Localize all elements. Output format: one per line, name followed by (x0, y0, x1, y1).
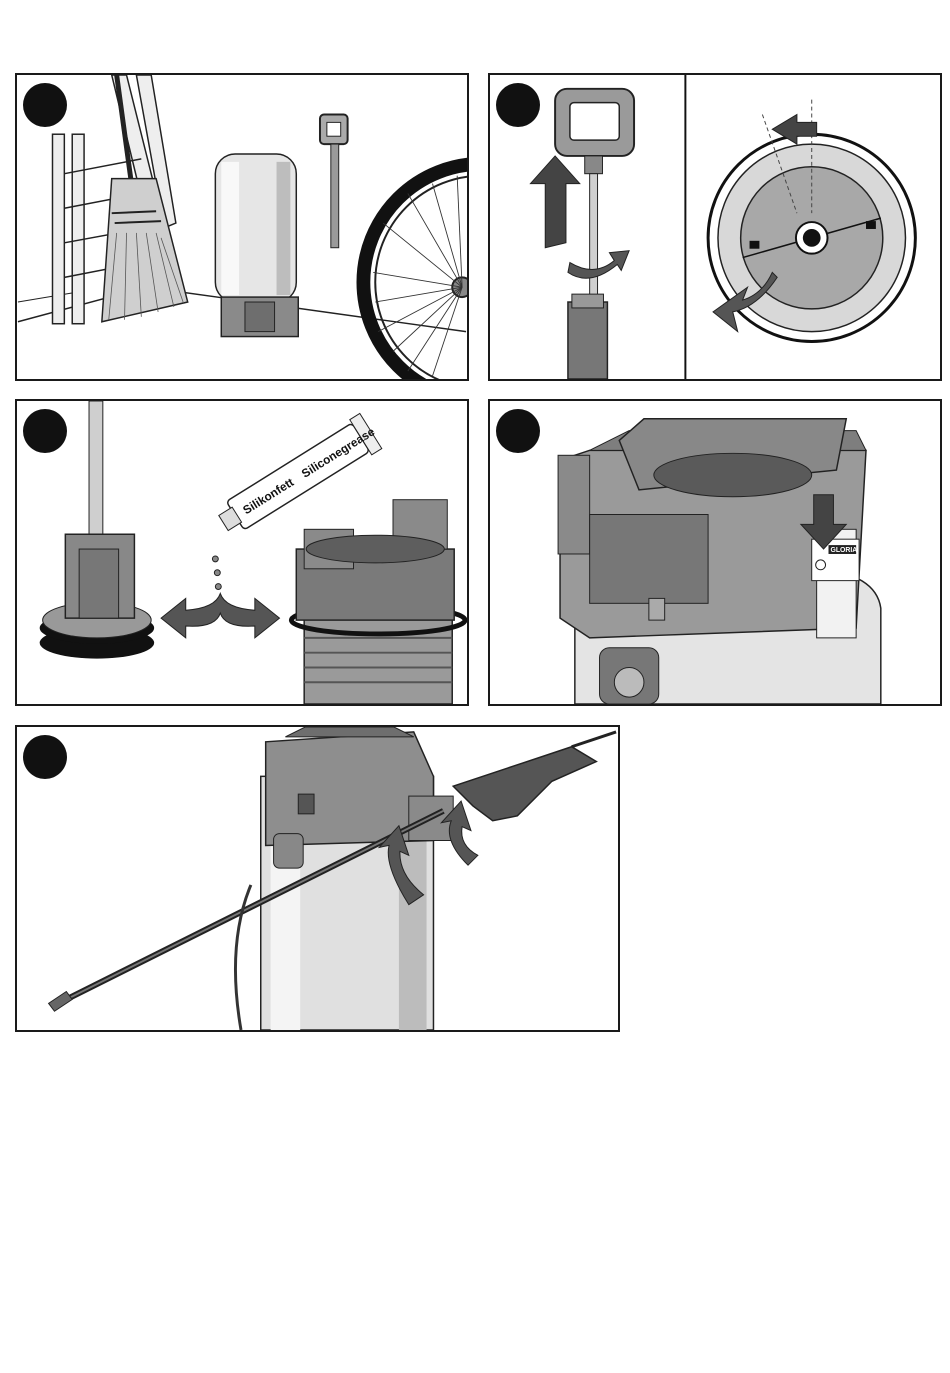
pressure-valve-illustration: GLORIA (490, 401, 940, 704)
cylinder-neck (291, 500, 465, 704)
panel-lance-holder (15, 725, 620, 1032)
grease-tube: Silikonfett Siliconegrease (212, 412, 384, 541)
step-marker (23, 83, 67, 127)
twist-arrow-icon (568, 251, 629, 279)
double-arrow-icon (161, 593, 279, 637)
panel-grease-seals: Silikonfett Siliconegrease (15, 399, 469, 706)
lance-holder-illustration (17, 727, 618, 1030)
sprayer-tank (215, 154, 298, 337)
step-marker (496, 83, 540, 127)
pump-removal-illustration (490, 75, 940, 379)
valve-brand: GLORIA (830, 547, 857, 554)
panel-pump-removal (488, 73, 942, 381)
pump-handle (320, 114, 348, 247)
step-marker (496, 409, 540, 453)
panel-storage (15, 73, 469, 381)
step-marker (23, 735, 67, 779)
bicycle-wheel (363, 164, 467, 379)
grease-seals-illustration: Silikonfett Siliconegrease (17, 401, 467, 704)
panel-pressure-valve: GLORIA (488, 399, 942, 706)
arrow-up-icon (530, 156, 579, 248)
storage-illustration (17, 75, 467, 379)
grease-drops (212, 556, 221, 590)
step-marker (23, 409, 67, 453)
pump-handle (555, 89, 634, 379)
